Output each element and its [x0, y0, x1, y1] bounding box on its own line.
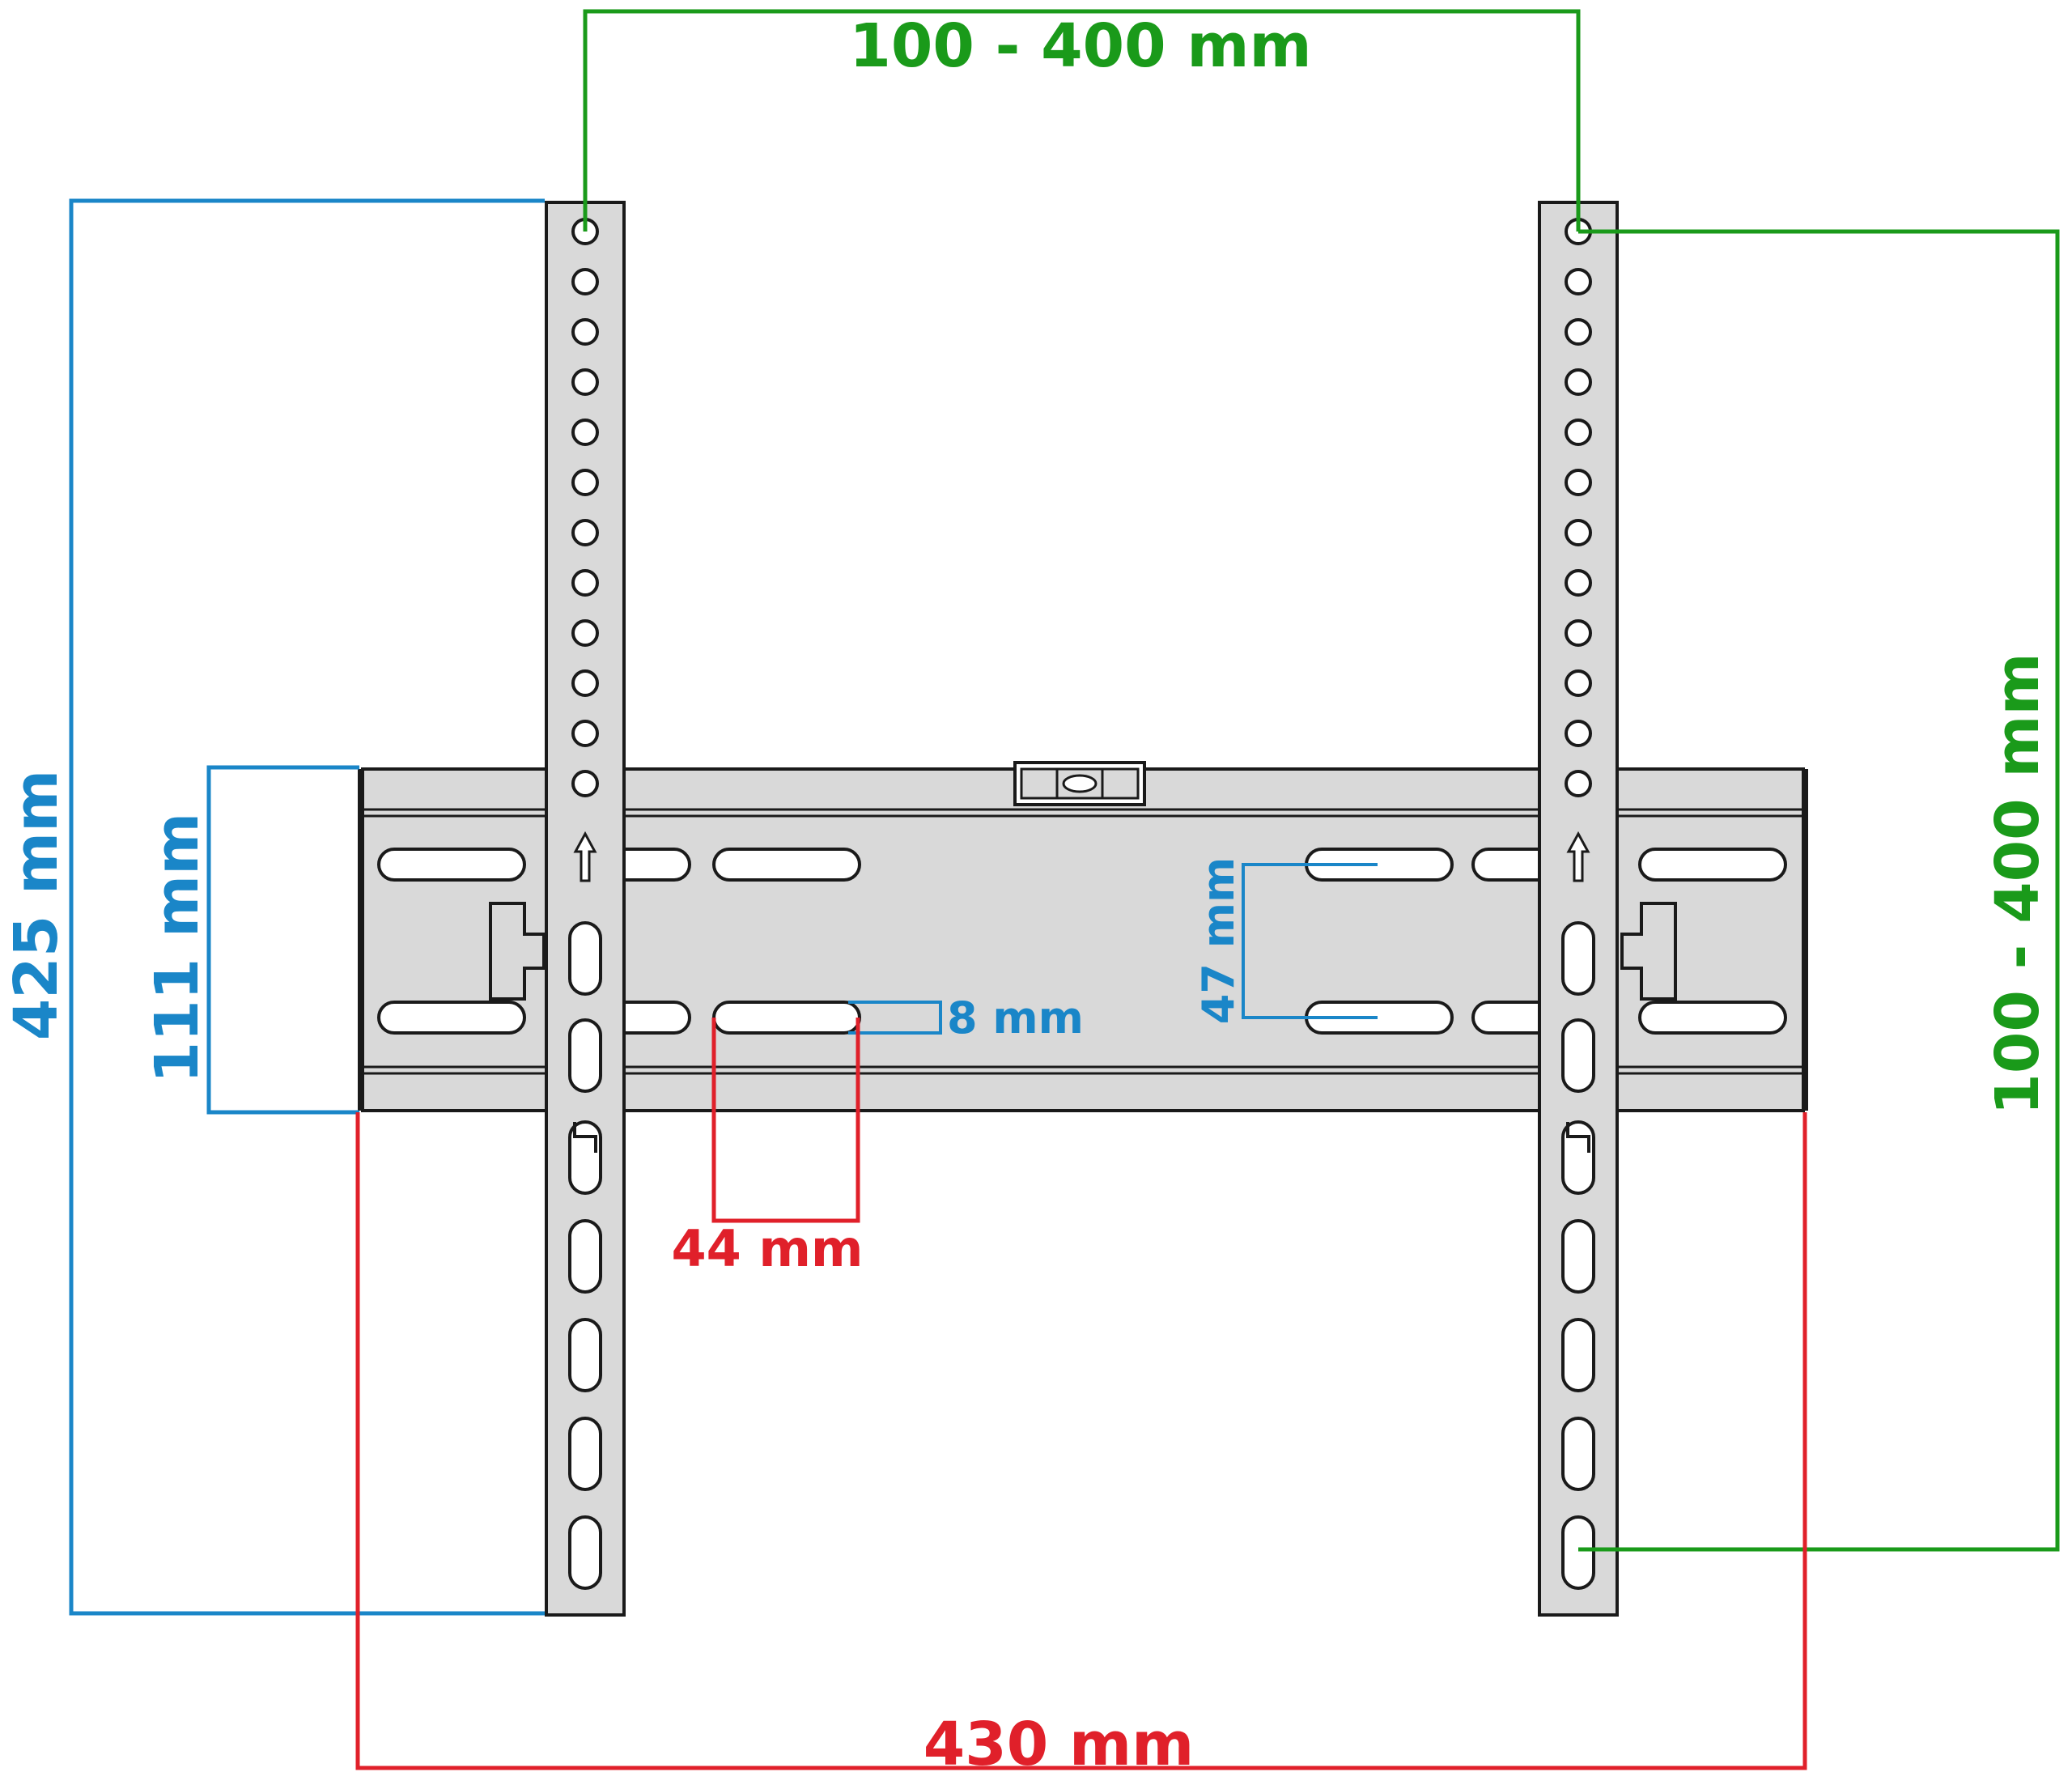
total-width-dimension	[355, 1112, 1807, 1770]
right-vertical-arm	[1538, 201, 1619, 1617]
right-lock-tab	[1620, 902, 1677, 1001]
arm-hook	[573, 1122, 597, 1153]
up-arrow-icon	[1566, 831, 1590, 882]
wall-slot	[712, 1001, 861, 1035]
slot-width-dimension	[848, 1001, 942, 1035]
wall-slot	[377, 1001, 526, 1035]
arm-oval-slots	[568, 921, 602, 1590]
vesa-vertical-dimension	[1578, 229, 2060, 1552]
wall-slot	[1638, 848, 1787, 882]
wall-slot	[377, 848, 526, 882]
bubble-level-icon	[1013, 761, 1146, 806]
left-vertical-arm	[545, 201, 626, 1617]
slot-offset-label: 44 mm	[671, 1219, 863, 1278]
left-lock-tab	[489, 902, 546, 1001]
arm-hook	[1566, 1122, 1590, 1153]
arm-oval-slots	[1561, 921, 1595, 1590]
total-height-label: 425 mm	[2, 770, 71, 1040]
vesa-horizontal-label: 100 - 400 mm	[849, 11, 1311, 81]
vesa-vertical-label: 100 - 400 mm	[1983, 652, 2053, 1115]
up-arrow-icon	[573, 831, 597, 882]
slot-width-label: 8 mm	[947, 992, 1084, 1043]
vesa-horizontal-dimension	[583, 9, 1581, 232]
slot-offset-dimension	[711, 1018, 860, 1223]
arm-round-holes	[1565, 218, 1592, 797]
total-height-dimension	[69, 198, 545, 1616]
wall-slot	[712, 848, 861, 882]
slot-spacing-label: 47 mm	[1193, 857, 1244, 1024]
wall-plate-height-label: 111 mm	[142, 813, 212, 1083]
wall-plate-height-dimension	[206, 765, 359, 1115]
wall-slot	[1638, 1001, 1787, 1035]
arm-round-holes	[571, 218, 599, 797]
total-width-label: 430 mm	[923, 1710, 1194, 1779]
slot-spacing-dimension	[1242, 863, 1378, 1019]
